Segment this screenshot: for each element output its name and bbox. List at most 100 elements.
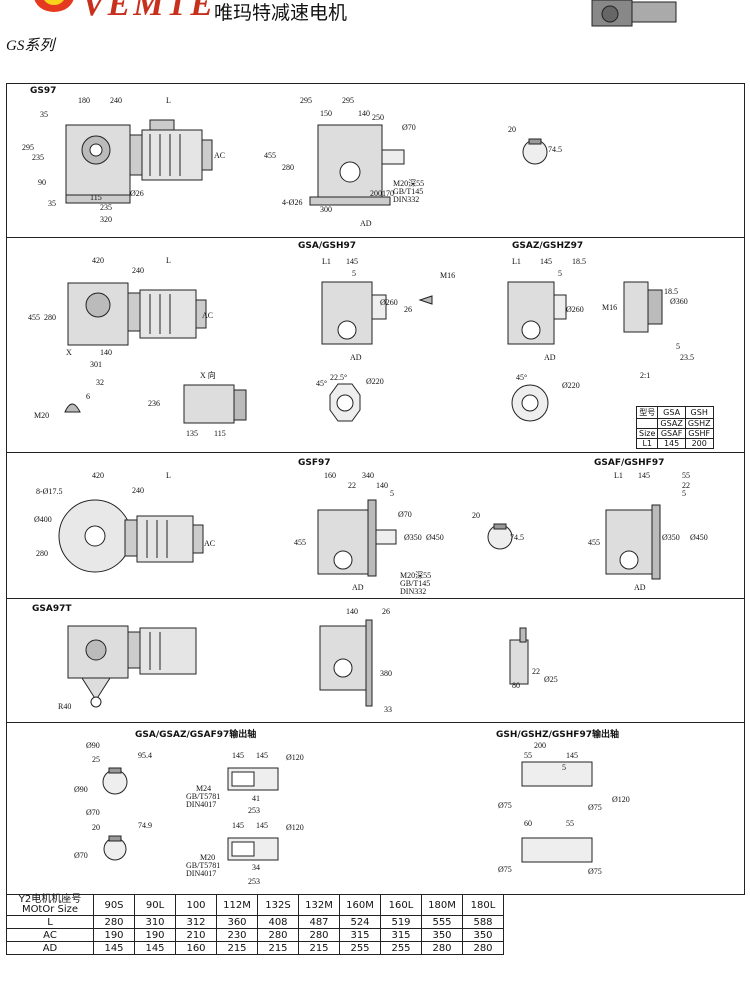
- section-label-gs97: GS97: [30, 86, 57, 96]
- dimension-label: 60: [524, 819, 532, 828]
- dimension-label: 170: [382, 189, 394, 198]
- dimension-label: Ø450: [426, 533, 444, 542]
- dimension-label: 26: [404, 305, 412, 314]
- dimension-label: L1: [512, 257, 521, 266]
- size-table-cell: 型号: [635, 406, 659, 419]
- dimension-label: 18.5: [664, 287, 678, 296]
- gsf-side-view: [58, 499, 204, 573]
- shaft-mid-2: [227, 837, 279, 861]
- dimension-label: 145: [540, 257, 552, 266]
- dimension-label: 200: [370, 189, 382, 198]
- dimension-label: 250: [372, 113, 384, 122]
- shaft-left-section-90: [102, 767, 128, 795]
- motor-value-cell: 360: [216, 915, 258, 929]
- dimension-label: 41: [252, 794, 260, 803]
- dimension-label: 74.5: [510, 533, 524, 542]
- motor-row-label: AC: [6, 928, 94, 942]
- dimension-label: M20深55: [393, 179, 424, 188]
- gsa-front-view: [321, 281, 387, 345]
- dimension-label: AD: [634, 583, 646, 592]
- dimension-label: 455: [294, 538, 306, 547]
- dimension-label: DIN4017: [186, 869, 216, 878]
- dimension-label: 8-Ø17.5: [36, 487, 62, 496]
- dimension-label: L1: [614, 471, 623, 480]
- dimension-label: DIN4017: [186, 800, 216, 809]
- dimension-label: 5: [390, 489, 394, 498]
- dimension-label: 135: [186, 429, 198, 438]
- motor-value-cell: 280: [298, 928, 340, 942]
- motor-size-cell: 132S: [257, 894, 299, 916]
- dimension-label: Ø260: [380, 298, 398, 307]
- dimension-label: AC: [202, 311, 213, 320]
- dimension-label: 74.5: [548, 145, 562, 154]
- dimension-label: 95.4: [138, 751, 152, 760]
- motor-value-cell: 350: [421, 928, 463, 942]
- gs97-key-detail: [522, 138, 548, 165]
- dimension-label: 55: [682, 471, 690, 480]
- shaft-right-2: [521, 837, 593, 863]
- section-label-gsaf-gshf97: GSAF/GSHF97: [594, 458, 665, 468]
- dimension-label: 295: [22, 143, 34, 152]
- dimension-label: 18.5: [572, 257, 586, 266]
- dimension-label: 22: [348, 481, 356, 490]
- dimension-label: 35: [40, 110, 48, 119]
- size-table-cell: Size: [635, 428, 659, 439]
- dimension-label: M16: [602, 303, 617, 312]
- motor-value-cell: 487: [298, 915, 340, 929]
- motor-size-cell: 132M: [298, 894, 340, 916]
- dimension-label: 280: [36, 549, 48, 558]
- dimension-label: 22.5°: [330, 373, 347, 382]
- motor-value-cell: 215: [216, 941, 258, 955]
- dimension-label: 301: [90, 360, 102, 369]
- dimension-label: 140: [376, 481, 388, 490]
- dimension-label: 74.9: [138, 821, 152, 830]
- dimension-label: 33: [384, 705, 392, 714]
- motor-value-cell: 310: [134, 915, 176, 929]
- motor-value-cell: 210: [175, 928, 217, 942]
- series-title: GS系列: [6, 38, 55, 54]
- dimension-label: 55: [566, 819, 574, 828]
- dimension-label: 25: [92, 755, 100, 764]
- dimension-label: 140: [358, 109, 370, 118]
- dimension-label: Ø350: [404, 533, 422, 542]
- section-divider: [6, 237, 745, 238]
- dimension-label: 45°: [316, 379, 327, 388]
- gsa-shaft-end: [418, 295, 433, 305]
- dimension-label: L: [166, 256, 171, 265]
- gsa97t-side-view: [67, 625, 197, 708]
- dimension-label: Ø90: [86, 741, 100, 750]
- size-table-cell: GSAZ: [657, 418, 686, 429]
- dimension-label: DIN332: [393, 195, 419, 204]
- dimension-label: Ø75: [588, 867, 602, 876]
- motor-size-cell: 90S: [93, 894, 135, 916]
- section-label-shaft-left: GSA/GSAZ/GSAF97输出轴: [135, 730, 257, 740]
- gs97-front-view: [309, 124, 405, 206]
- motor-size-cell: 180L: [462, 894, 504, 916]
- dimension-label: 20: [92, 823, 100, 832]
- motor-value-cell: 145: [93, 941, 135, 955]
- motor-value-cell: 145: [134, 941, 176, 955]
- dimension-label: 115: [214, 429, 226, 438]
- motor-value-cell: 190: [134, 928, 176, 942]
- motor-value-cell: 280: [462, 941, 504, 955]
- dimension-label: Ø70: [74, 851, 88, 860]
- dimension-label: Ø120: [286, 753, 304, 762]
- dimension-label: 20: [472, 511, 480, 520]
- dimension-label: 32: [96, 378, 104, 387]
- dimension-label: 26: [382, 607, 390, 616]
- motor-value-cell: 408: [257, 915, 299, 929]
- dimension-label: 180: [78, 96, 90, 105]
- dimension-label: Ø75: [498, 801, 512, 810]
- gsaz-front-view: [507, 281, 567, 345]
- motor-value-cell: 215: [298, 941, 340, 955]
- dimension-label: Ø70: [86, 808, 100, 817]
- section-label-gsa97t: GSA97T: [32, 604, 72, 614]
- dimension-label: 240: [132, 266, 144, 275]
- dimension-label: 145: [346, 257, 358, 266]
- motor-value-cell: 588: [462, 915, 504, 929]
